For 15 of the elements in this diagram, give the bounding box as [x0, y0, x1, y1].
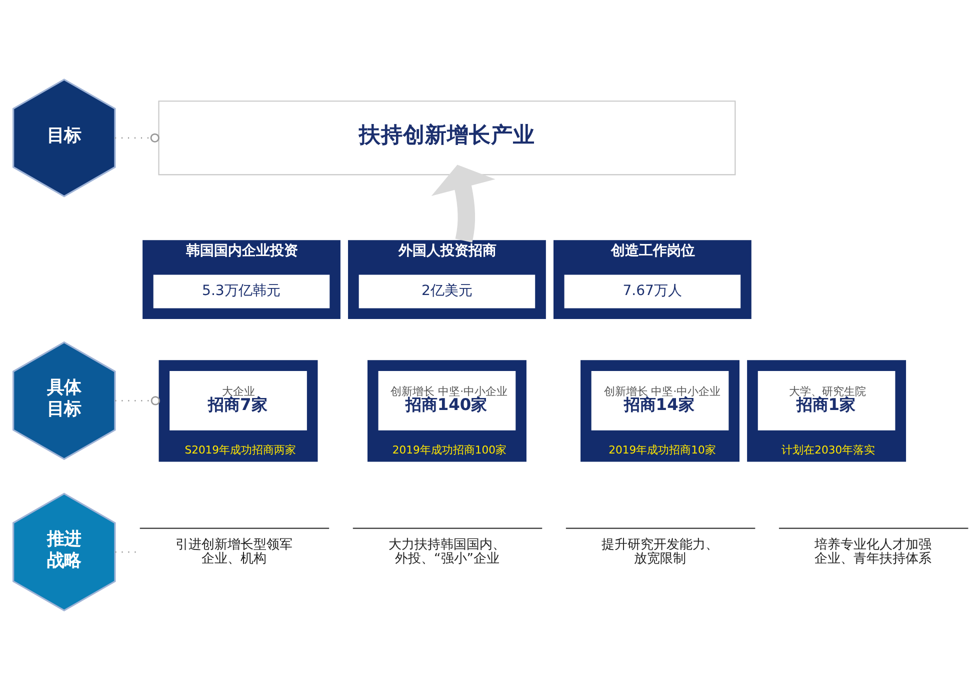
node-text: 引进创新增长型领军企业、机构: [175, 537, 292, 566]
arrow: [430, 164, 495, 242]
node-text: 提升研究开发能力、放宽限制: [601, 537, 718, 566]
node-box: 5.3万亿韩元: [152, 274, 330, 308]
node-box: 7.67万人: [564, 274, 740, 308]
node-box: 大学、研究生院 招商1家: [757, 370, 895, 430]
connector: [114, 133, 159, 142]
node-box: 创新增长 中坚·中小企业 招商14家: [590, 370, 728, 430]
node-box: 大企业 招商7家: [169, 370, 306, 430]
node-text: 大力扶持韩国国内、外投、“强小”企业: [388, 537, 506, 566]
node-box: 2亿美元: [358, 274, 535, 308]
connector: [114, 396, 160, 406]
node-text: 培养专业化人才加强企业、青年扶持体系: [814, 537, 932, 566]
node-box: 扶持创新增长产业: [158, 100, 736, 176]
node-box: 创新增长 中坚·中小企业 招商140家: [378, 370, 516, 430]
